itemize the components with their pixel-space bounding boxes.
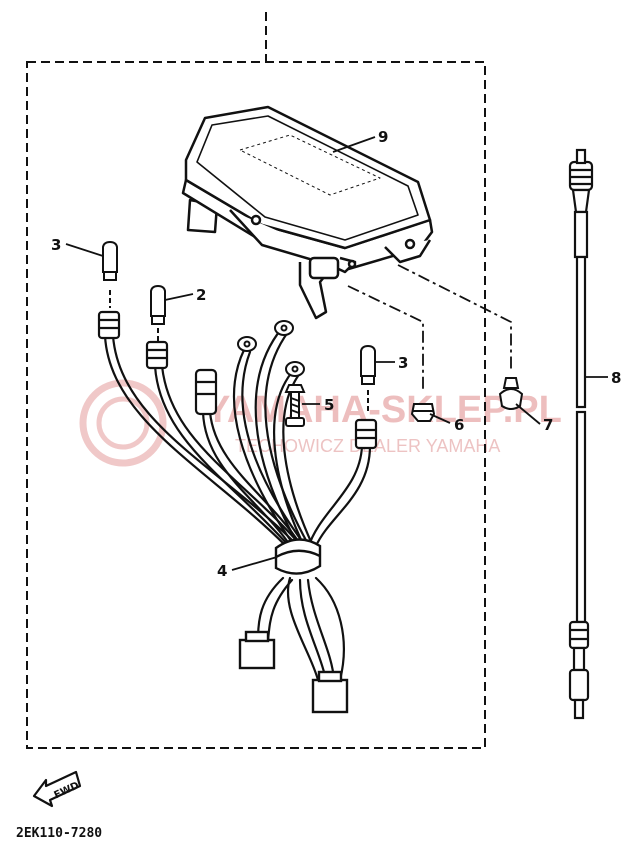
diagram-code: 2EK110-7280 xyxy=(16,826,102,841)
wire-harness xyxy=(103,326,372,682)
harness-clamp xyxy=(274,538,322,575)
bulb-left-item-3 xyxy=(102,240,118,308)
bulb-right-item-3 xyxy=(360,344,376,414)
watermark: YAMAHA-SKLEP.PL TECHOWICZ DEALER YAMAHA xyxy=(79,379,562,467)
callout-2: 2 xyxy=(196,286,206,304)
bulb-item-2 xyxy=(150,284,166,342)
damper-item-7 xyxy=(498,377,524,410)
callout-9: 9 xyxy=(378,128,388,146)
speedometer-cable xyxy=(568,148,594,720)
harness-couplers xyxy=(238,630,349,714)
callout-6: 6 xyxy=(454,416,464,434)
harness-sockets xyxy=(97,310,378,450)
callout-4: 4 xyxy=(217,562,227,580)
callout-7: 7 xyxy=(543,416,553,434)
ring-terminals xyxy=(237,320,305,377)
callout-leaders xyxy=(65,136,608,571)
callout-5: 5 xyxy=(324,396,334,414)
screw-item-5 xyxy=(284,384,306,427)
fwd-arrow-icon: FWD xyxy=(32,770,82,808)
assembly-boundary xyxy=(26,61,486,749)
callout-3-left: 3 xyxy=(51,236,61,254)
meter-mount-leaders xyxy=(347,264,512,392)
callout-8: 8 xyxy=(611,369,621,387)
meter-assembly xyxy=(181,105,434,320)
grommet-item-6 xyxy=(410,403,436,422)
callout-3-right: 3 xyxy=(398,354,408,372)
